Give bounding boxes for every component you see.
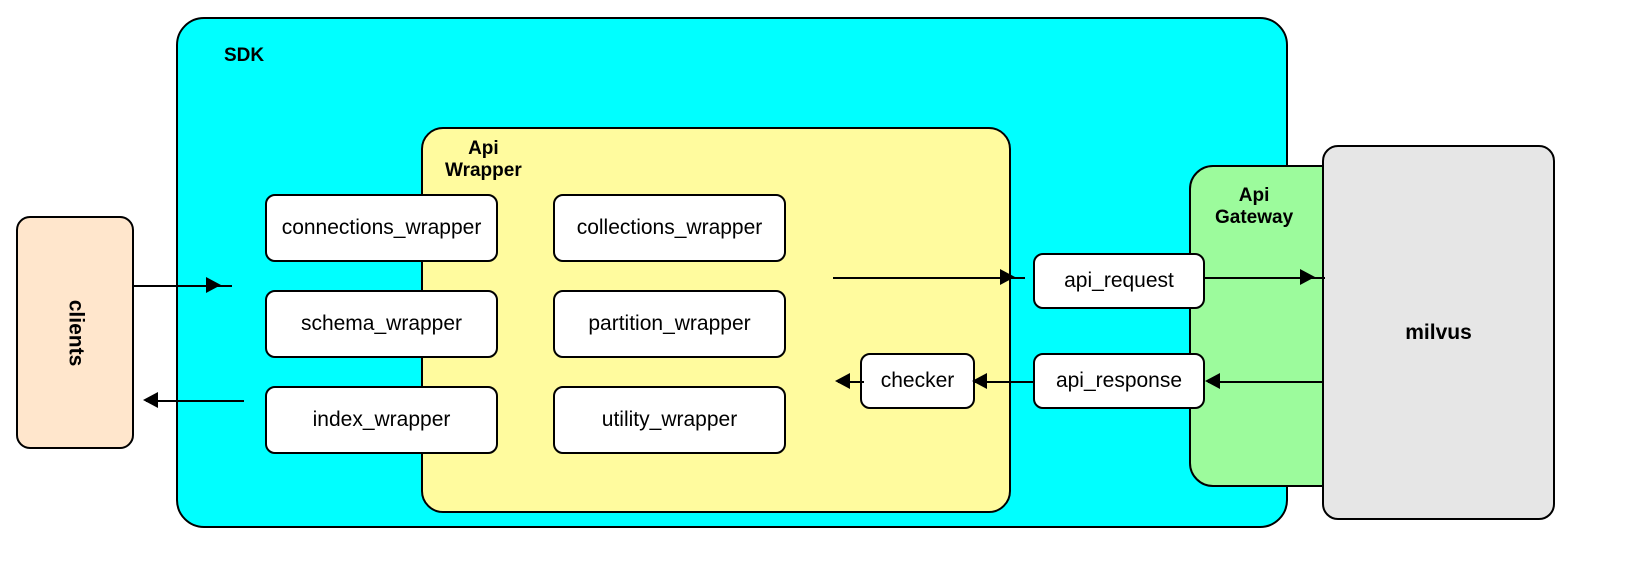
node-utility-wrapper-label: utility_wrapper — [601, 408, 738, 431]
node-partition-wrapper-label: partition_wrapper — [588, 312, 751, 335]
node-checker-label: checker — [880, 369, 955, 392]
node-api-request[interactable]: api_request — [1033, 253, 1205, 309]
node-schema-wrapper[interactable]: schema_wrapper — [265, 290, 498, 358]
node-index-wrapper-label: index_wrapper — [312, 408, 451, 431]
arrowhead-api-wrapper-to-api-gateway-icon — [1000, 269, 1015, 285]
node-connections-wrapper-label: connections_wrapper — [281, 216, 482, 239]
node-api-response[interactable]: api_response — [1033, 353, 1205, 409]
container-api-wrapper-label: Api Wrapper — [445, 138, 522, 182]
node-index-wrapper[interactable]: index_wrapper — [265, 386, 498, 454]
edge-milvus-to-api-response — [1208, 381, 1323, 383]
node-connections-wrapper[interactable]: connections_wrapper — [265, 194, 498, 262]
edge-api-wrapper-to-api-gateway — [833, 277, 1025, 279]
node-milvus-label: milvus — [1405, 320, 1472, 344]
arrowhead-sdk-to-clients-icon — [143, 392, 158, 408]
node-collections-wrapper-label: collections_wrapper — [576, 216, 763, 239]
node-api-response-label: api_response — [1055, 369, 1183, 392]
edge-sdk-to-clients — [146, 400, 244, 402]
arrowhead-milvus-to-api-response-icon — [1205, 373, 1220, 389]
edge-checker-to-api-wrapper — [838, 381, 864, 383]
arrowhead-checker-to-api-wrapper-icon — [835, 373, 850, 389]
node-milvus[interactable]: milvus — [1322, 145, 1555, 520]
node-clients[interactable]: clients — [16, 216, 134, 449]
node-schema-wrapper-label: schema_wrapper — [300, 312, 463, 335]
node-collections-wrapper[interactable]: collections_wrapper — [553, 194, 786, 262]
node-clients-label: clients — [64, 299, 87, 366]
node-api-request-label: api_request — [1064, 269, 1174, 292]
edge-api-response-to-checker — [975, 381, 1035, 383]
container-api-gateway-label: Api Gateway — [1215, 185, 1294, 229]
node-partition-wrapper[interactable]: partition_wrapper — [553, 290, 786, 358]
node-utility-wrapper[interactable]: utility_wrapper — [553, 386, 786, 454]
node-checker[interactable]: checker — [860, 353, 975, 409]
container-sdk-label: SDK — [224, 45, 265, 66]
edge-api-request-to-milvus — [1205, 277, 1325, 279]
arrowhead-api-response-to-checker-icon — [972, 373, 987, 389]
arrowhead-clients-to-sdk-icon — [206, 277, 221, 293]
arrowhead-api-request-to-milvus-icon — [1300, 269, 1315, 285]
edge-clients-to-sdk — [134, 285, 232, 287]
